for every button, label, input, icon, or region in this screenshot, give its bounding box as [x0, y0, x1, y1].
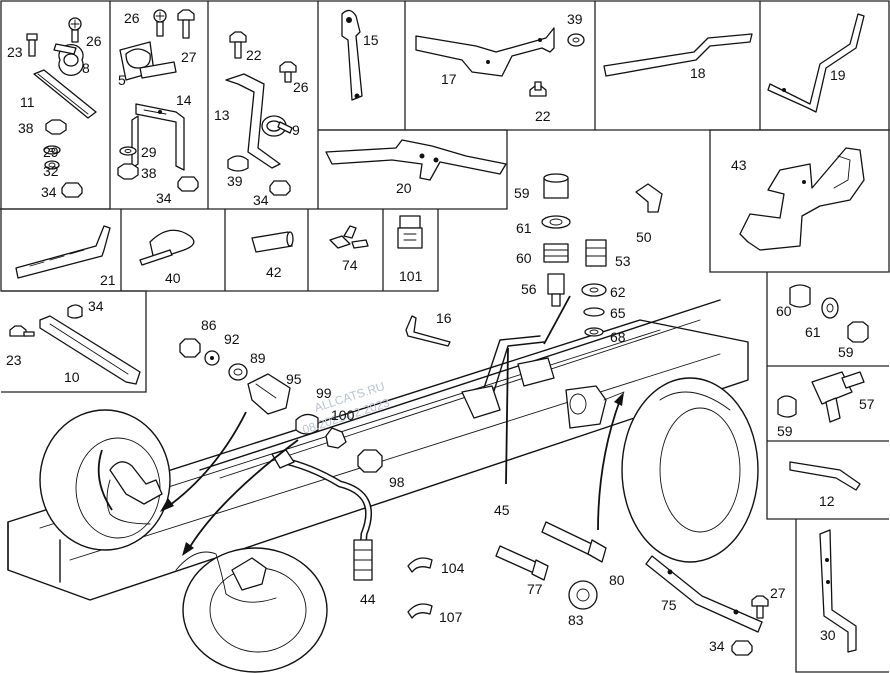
label-61: 61	[805, 324, 821, 340]
label-13: 13	[214, 107, 230, 123]
label-100: 100	[331, 407, 355, 423]
arrows	[97, 295, 624, 556]
label-65: 65	[610, 305, 626, 321]
label-27: 27	[181, 49, 197, 65]
label-34: 34	[253, 192, 269, 208]
label-104: 104	[441, 560, 465, 576]
part-number-labels: 23 26 8 11 38 29 32 34 26 27 5 14 29 38 …	[6, 10, 875, 654]
label-17: 17	[441, 71, 457, 87]
label-38: 38	[141, 165, 157, 181]
label-23: 23	[7, 44, 23, 60]
label-21: 21	[100, 272, 116, 288]
panel-10-parts	[9, 304, 141, 385]
label-40: 40	[165, 270, 181, 286]
label-57: 57	[859, 396, 875, 412]
label-68: 68	[610, 329, 626, 345]
label-22: 22	[246, 47, 262, 63]
label-29: 29	[43, 144, 59, 160]
label-89: 89	[250, 350, 266, 366]
label-99: 99	[316, 385, 332, 401]
label-98: 98	[389, 474, 405, 490]
label-59: 59	[777, 423, 793, 439]
label-32: 32	[43, 163, 59, 179]
label-34: 34	[156, 190, 172, 206]
label-18: 18	[690, 65, 706, 81]
label-12: 12	[819, 493, 835, 509]
label-62: 62	[610, 284, 626, 300]
label-44: 44	[360, 591, 376, 607]
label-8: 8	[82, 60, 90, 76]
label-19: 19	[830, 67, 846, 83]
label-50: 50	[636, 229, 652, 245]
label-95: 95	[286, 371, 302, 387]
label-26: 26	[86, 33, 102, 49]
label-15: 15	[363, 32, 379, 48]
label-22: 22	[535, 108, 551, 124]
label-5: 5	[118, 72, 126, 88]
label-75: 75	[661, 597, 677, 613]
label-14: 14	[176, 92, 192, 108]
main-assembly	[7, 173, 869, 673]
label-45: 45	[494, 502, 510, 518]
label-30: 30	[820, 627, 836, 643]
row2-parts	[15, 215, 423, 279]
label-10: 10	[64, 369, 80, 385]
label-23: 23	[6, 352, 22, 368]
label-26: 26	[293, 79, 309, 95]
panel-20-parts	[325, 139, 507, 181]
panel-15-parts	[341, 9, 363, 101]
label-86: 86	[201, 317, 217, 333]
panel-17-parts	[415, 27, 585, 97]
label-38: 38	[18, 120, 34, 136]
label-29: 29	[141, 144, 157, 160]
label-9: 9	[292, 122, 300, 138]
panel-3-parts	[225, 31, 297, 196]
label-80: 80	[609, 572, 625, 588]
label-60: 60	[776, 303, 792, 319]
panel-2-parts	[117, 9, 199, 192]
label-74: 74	[342, 257, 358, 273]
label-59: 59	[514, 185, 530, 201]
panel-1-parts	[26, 17, 97, 198]
label-16: 16	[436, 310, 452, 326]
label-60: 60	[516, 250, 532, 266]
label-26: 26	[124, 10, 140, 26]
label-107: 107	[439, 609, 463, 625]
panel-43-parts	[739, 147, 865, 251]
label-77: 77	[527, 581, 543, 597]
label-42: 42	[266, 264, 282, 280]
label-39: 39	[227, 173, 243, 189]
label-34: 34	[709, 638, 725, 654]
label-92: 92	[224, 331, 240, 347]
label-34: 34	[41, 184, 57, 200]
label-53: 53	[615, 253, 631, 269]
panel-18-parts	[603, 33, 753, 77]
label-56: 56	[521, 281, 537, 297]
panel-19-parts	[767, 13, 865, 113]
label-61: 61	[516, 220, 532, 236]
label-27: 27	[770, 585, 786, 601]
label-11: 11	[20, 94, 35, 110]
label-39: 39	[567, 11, 583, 27]
label-20: 20	[396, 180, 412, 196]
label-43: 43	[731, 157, 747, 173]
label-83: 83	[568, 612, 584, 628]
label-34: 34	[88, 298, 104, 314]
label-59: 59	[838, 344, 854, 360]
label-101: 101	[399, 268, 423, 284]
